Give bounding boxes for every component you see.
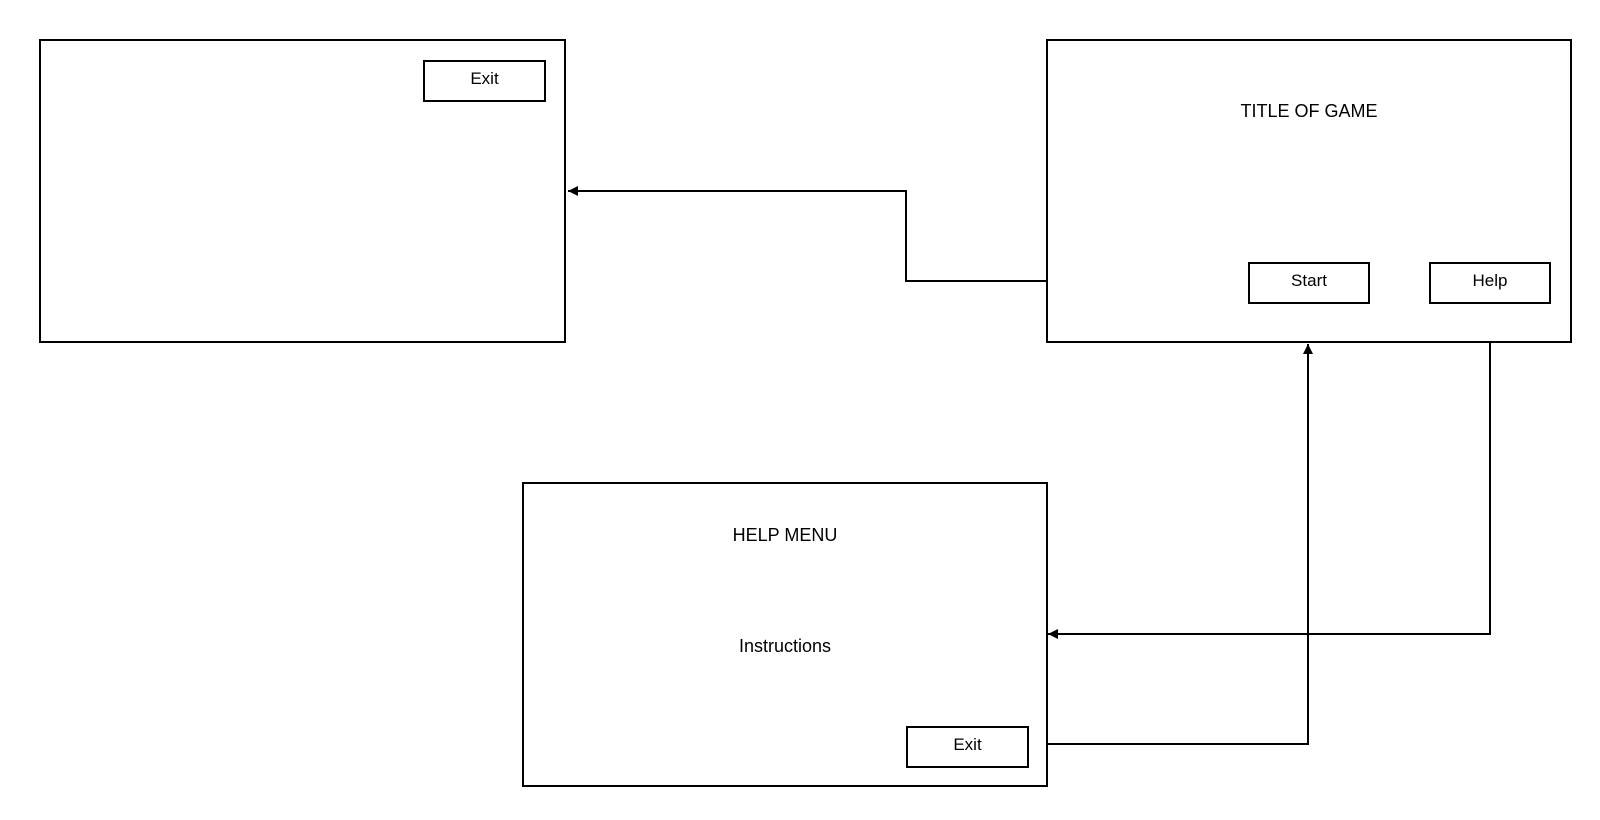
start-button[interactable]: Start xyxy=(1248,262,1370,304)
game-title: TITLE OF GAME xyxy=(1240,101,1378,121)
help-button[interactable]: Help xyxy=(1429,262,1551,304)
game-screen: Exit xyxy=(39,39,566,343)
connector-exit-to-title xyxy=(1026,344,1313,745)
title-screen: TITLE OF GAME Start Help xyxy=(1046,39,1572,343)
game-exit-button[interactable]: Exit xyxy=(423,60,546,102)
connector-help-to-helpmenu xyxy=(1048,303,1491,639)
help-exit-button[interactable]: Exit xyxy=(906,726,1029,768)
instructions-text: Instructions xyxy=(738,636,832,656)
help-menu-screen: HELP MENU Instructions Exit xyxy=(522,482,1048,787)
help-menu-title: HELP MENU xyxy=(732,525,838,545)
